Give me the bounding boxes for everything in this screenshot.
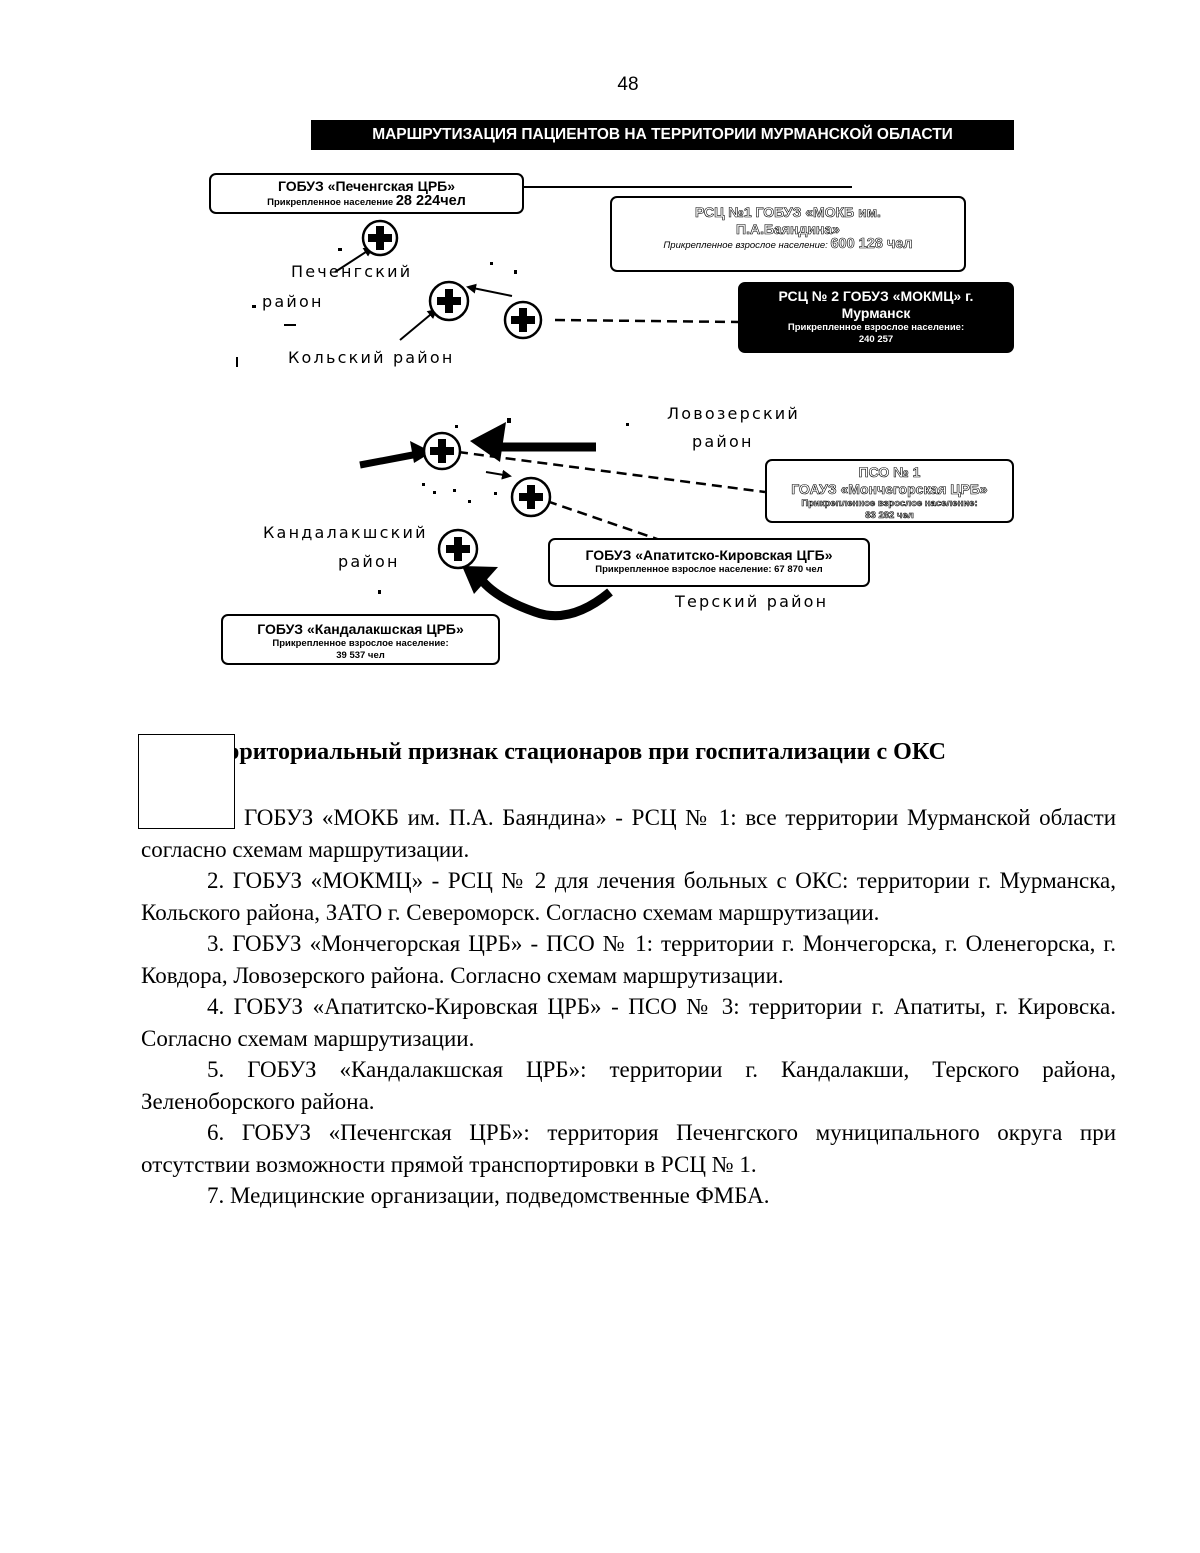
box-rsc2: РСЦ № 2 ГОБУЗ «МОКМЦ» г. Мурманск Прикре…: [738, 282, 1014, 353]
region-kandalaksha-2: район: [338, 552, 400, 571]
hospital-icon: [428, 280, 470, 322]
region-kola: Кольский район: [288, 348, 455, 367]
hospital-icon: [510, 476, 552, 518]
thick-arrow-west-head: [410, 441, 432, 463]
arrow-pechenga-1: [334, 246, 374, 273]
box-kandalaksha: ГОБУЗ «Кандалакшская ЦРБ» Прикрепленное …: [221, 614, 500, 665]
box-pechenga-value: 28 224чел: [395, 193, 466, 209]
dashed-line-rsc2: [554, 318, 739, 324]
box-kandalaksha-caption: Прикрепленное взрослое население:: [272, 638, 449, 649]
box-rsc1-value: 600 128 чел: [830, 236, 913, 252]
box-rsc1-title-2: П.А.Баяндина»: [736, 221, 841, 238]
hospital-icon: [437, 528, 479, 570]
box-pso1-title-2: ГОАУЗ «Мончегорская ЦРБ»: [791, 481, 988, 498]
box-pso1-caption: Прикрепленное взрослое население:: [801, 498, 978, 510]
section-heading: рриториальный признак стационаров при го…: [226, 739, 946, 765]
list-item: 2. ГОБУЗ «МОКМЦ» - РСЦ № 2 для лечения б…: [141, 868, 1116, 925]
routing-list: ГОБУЗ «МОКБ им. П.А. Баяндина» - РСЦ № 1…: [141, 802, 1116, 1212]
box-rsc1-title-1: РСЦ №1 ГОБУЗ «МОКБ им.: [695, 204, 882, 221]
list-item: 5. ГОБУЗ «Кандалакшская ЦРБ»: территории…: [141, 1057, 1116, 1114]
hospital-icon: [503, 300, 543, 340]
dashed-line-pso1: [457, 450, 766, 494]
box-rsc2-value: 240 257: [858, 334, 894, 345]
list-item: 7. Медицинские организации, подведомстве…: [207, 1183, 770, 1208]
arrow-rsc2-pechenga: [466, 283, 513, 297]
region-lovozero-2: район: [692, 432, 754, 451]
box-apatity-kirovsk: ГОБУЗ «Апатитско-Кировская ЦГБ» Прикрепл…: [548, 538, 870, 587]
region-pechenga-2: район: [262, 292, 324, 311]
hospital-icon: [422, 431, 462, 471]
box-rsc2-caption: Прикрепленное взрослое население:: [787, 322, 965, 333]
thick-arrow-east-head: [470, 422, 506, 462]
box-kandalaksha-value: 39 537 чел: [336, 650, 385, 661]
box-apatity-title: ГОБУЗ «Апатитско-Кировская ЦГБ»: [585, 547, 833, 563]
region-pechenga-1: Печенгский: [291, 262, 413, 281]
blank-square: [138, 734, 235, 829]
box-rsc2-title-2: Мурманск: [841, 305, 911, 321]
box-kandalaksha-title: ГОБУЗ «Кандалакшская ЦРБ»: [257, 621, 464, 637]
box-pechenga-title: ГОБУЗ «Печенгская ЦРБ»: [277, 178, 456, 194]
box-pechenga-caption: Прикрепленное население: [267, 197, 394, 208]
box-apatity-caption: Прикрепленное взрослое население: 67 870…: [595, 564, 823, 575]
curved-arrow-kandalaksha: [476, 575, 613, 621]
routing-diagram: [236, 186, 852, 621]
box-pso1-title-1: ПСО № 1: [858, 464, 921, 481]
hospital-icon: [361, 219, 399, 257]
page-number: 48: [617, 74, 639, 95]
arrow-to-apatity: [485, 469, 512, 480]
box-pechenga-crb: ГОБУЗ «Печенгская ЦРБ» Прикрепленное нас…: [209, 173, 524, 214]
list-item: 6. ГОБУЗ «Печенгская ЦРБ»: территория Пе…: [141, 1120, 1116, 1177]
box-rsc2-title-1: РСЦ № 2 ГОБУЗ «МОКМЦ» г.: [778, 288, 974, 304]
list-item: 4. ГОБУЗ «Апатитско-Кировская ЦРБ» - ПСО…: [141, 994, 1116, 1051]
box-pso1-value: 83 282 чел: [865, 510, 914, 522]
curved-arrow-head: [462, 566, 498, 594]
box-rsc1-caption: Прикрепленное взрослое население:: [663, 240, 828, 251]
region-tersky: Терский район: [675, 592, 829, 611]
thick-arrow-west: [359, 450, 419, 469]
diagram-banner: МАРШРУТИЗАЦИЯ ПАЦИЕНТОВ НА ТЕРРИТОРИИ МУ…: [311, 120, 1014, 150]
box-rsc1: РСЦ №1 ГОБУЗ «МОКБ им. П.А.Баяндина» При…: [610, 196, 966, 272]
map-dots: [236, 248, 629, 594]
list-item: 3. ГОБУЗ «Мончегорская ЦРБ» - ПСО № 1: т…: [141, 931, 1116, 988]
list-item: ГОБУЗ «МОКБ им. П.А. Баяндина» - РСЦ № 1…: [141, 805, 1116, 862]
arrow-kola: [399, 308, 438, 341]
region-kandalaksha-1: Кандалакшский: [263, 523, 428, 542]
box-pso1: ПСО № 1 ГОАУЗ «Мончегорская ЦРБ» Прикреп…: [765, 459, 1014, 523]
region-lovozero-1: Ловозерский: [667, 404, 801, 423]
dashed-line-apatity: [531, 494, 661, 542]
